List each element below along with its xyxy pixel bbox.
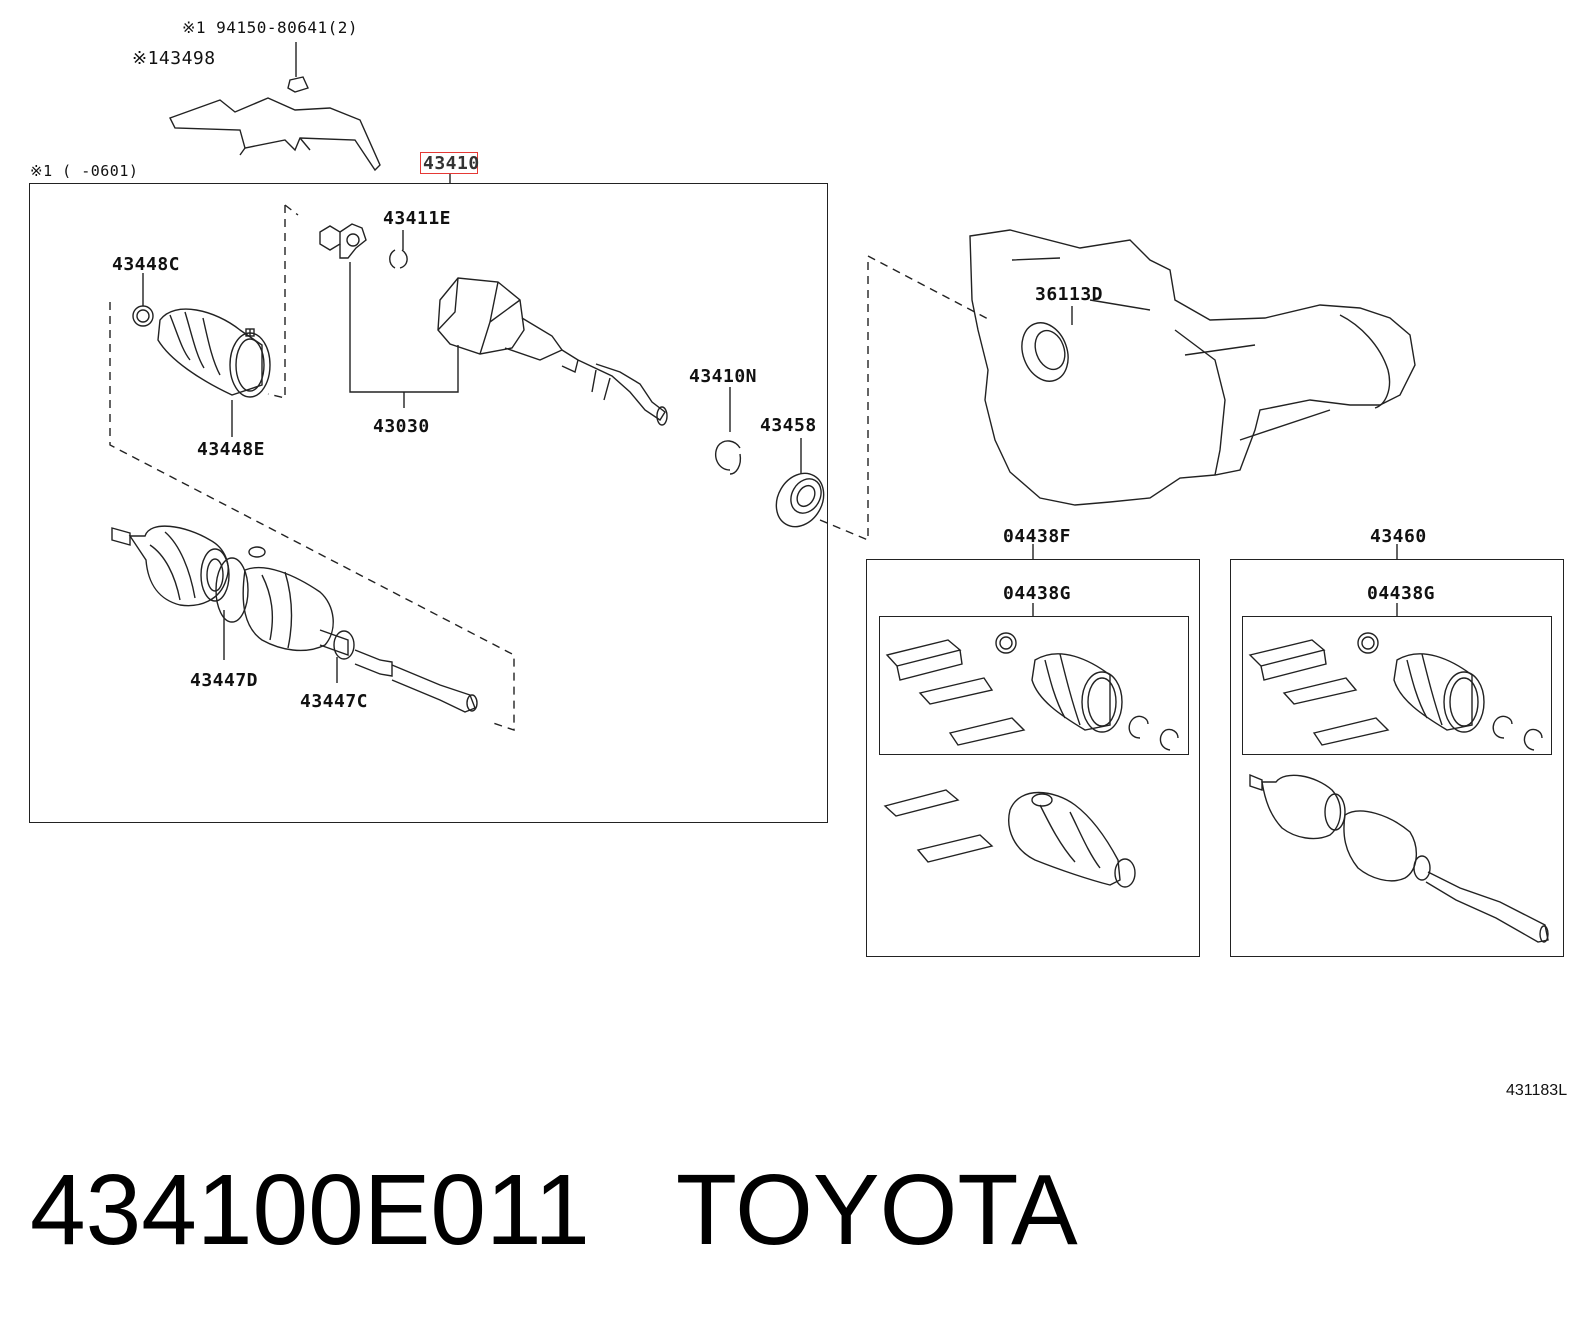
- kit-04438G-inner-box-2: [1242, 616, 1552, 755]
- assembly-43410-box: [29, 183, 828, 823]
- boot-inboard-part: [132, 273, 271, 437]
- nut-part: [287, 42, 309, 93]
- label-36113D[interactable]: 36113D: [1035, 284, 1104, 305]
- label-43410[interactable]: 43410: [423, 153, 480, 174]
- transmission-part: [969, 229, 1416, 506]
- diagram-reference-code: 431183L: [1506, 1082, 1568, 1099]
- label-43030[interactable]: 43030: [373, 416, 430, 437]
- label-bolt-note: ※1 94150-80641(2): [182, 18, 359, 37]
- label-range-note: ※1 ( -0601): [30, 162, 139, 180]
- kit-43460-box: [1230, 559, 1564, 957]
- drive-shaft-part: [111, 525, 478, 713]
- label-43448E[interactable]: 43448E: [197, 439, 266, 460]
- kit-04438F-box: [866, 559, 1200, 957]
- boot-kit-43460-part: [1248, 544, 1549, 943]
- highlighted-part-frame: [420, 152, 478, 174]
- label-43410N[interactable]: 43410N: [689, 366, 758, 387]
- label-43411E[interactable]: 43411E: [383, 208, 452, 229]
- part-number: 434100E011: [30, 1154, 590, 1266]
- label-43458[interactable]: 43458: [760, 415, 817, 436]
- label-cover-note: ※143498: [132, 48, 216, 69]
- label-43460[interactable]: 43460: [1370, 526, 1427, 547]
- label-43447C[interactable]: 43447C: [300, 691, 369, 712]
- outboard-joint-part: [437, 277, 668, 426]
- dashed-leaders: [109, 204, 991, 731]
- tripod-part: [319, 223, 459, 408]
- kit-04438G-inner-box-1: [879, 616, 1189, 755]
- boot-kit-04438F-part: [883, 544, 1179, 888]
- brand-name: TOYOTA: [675, 1154, 1078, 1266]
- label-04438F[interactable]: 04438F: [1003, 526, 1072, 547]
- snap-ring-part: [714, 387, 742, 475]
- label-43447D[interactable]: 43447D: [190, 670, 259, 691]
- cover-plate-part: [169, 97, 381, 172]
- oil-seal-part: [775, 438, 825, 528]
- label-43448C[interactable]: 43448C: [112, 254, 181, 275]
- label-04438G-2[interactable]: 04438G: [1367, 583, 1436, 604]
- label-04438G-1[interactable]: 04438G: [1003, 583, 1072, 604]
